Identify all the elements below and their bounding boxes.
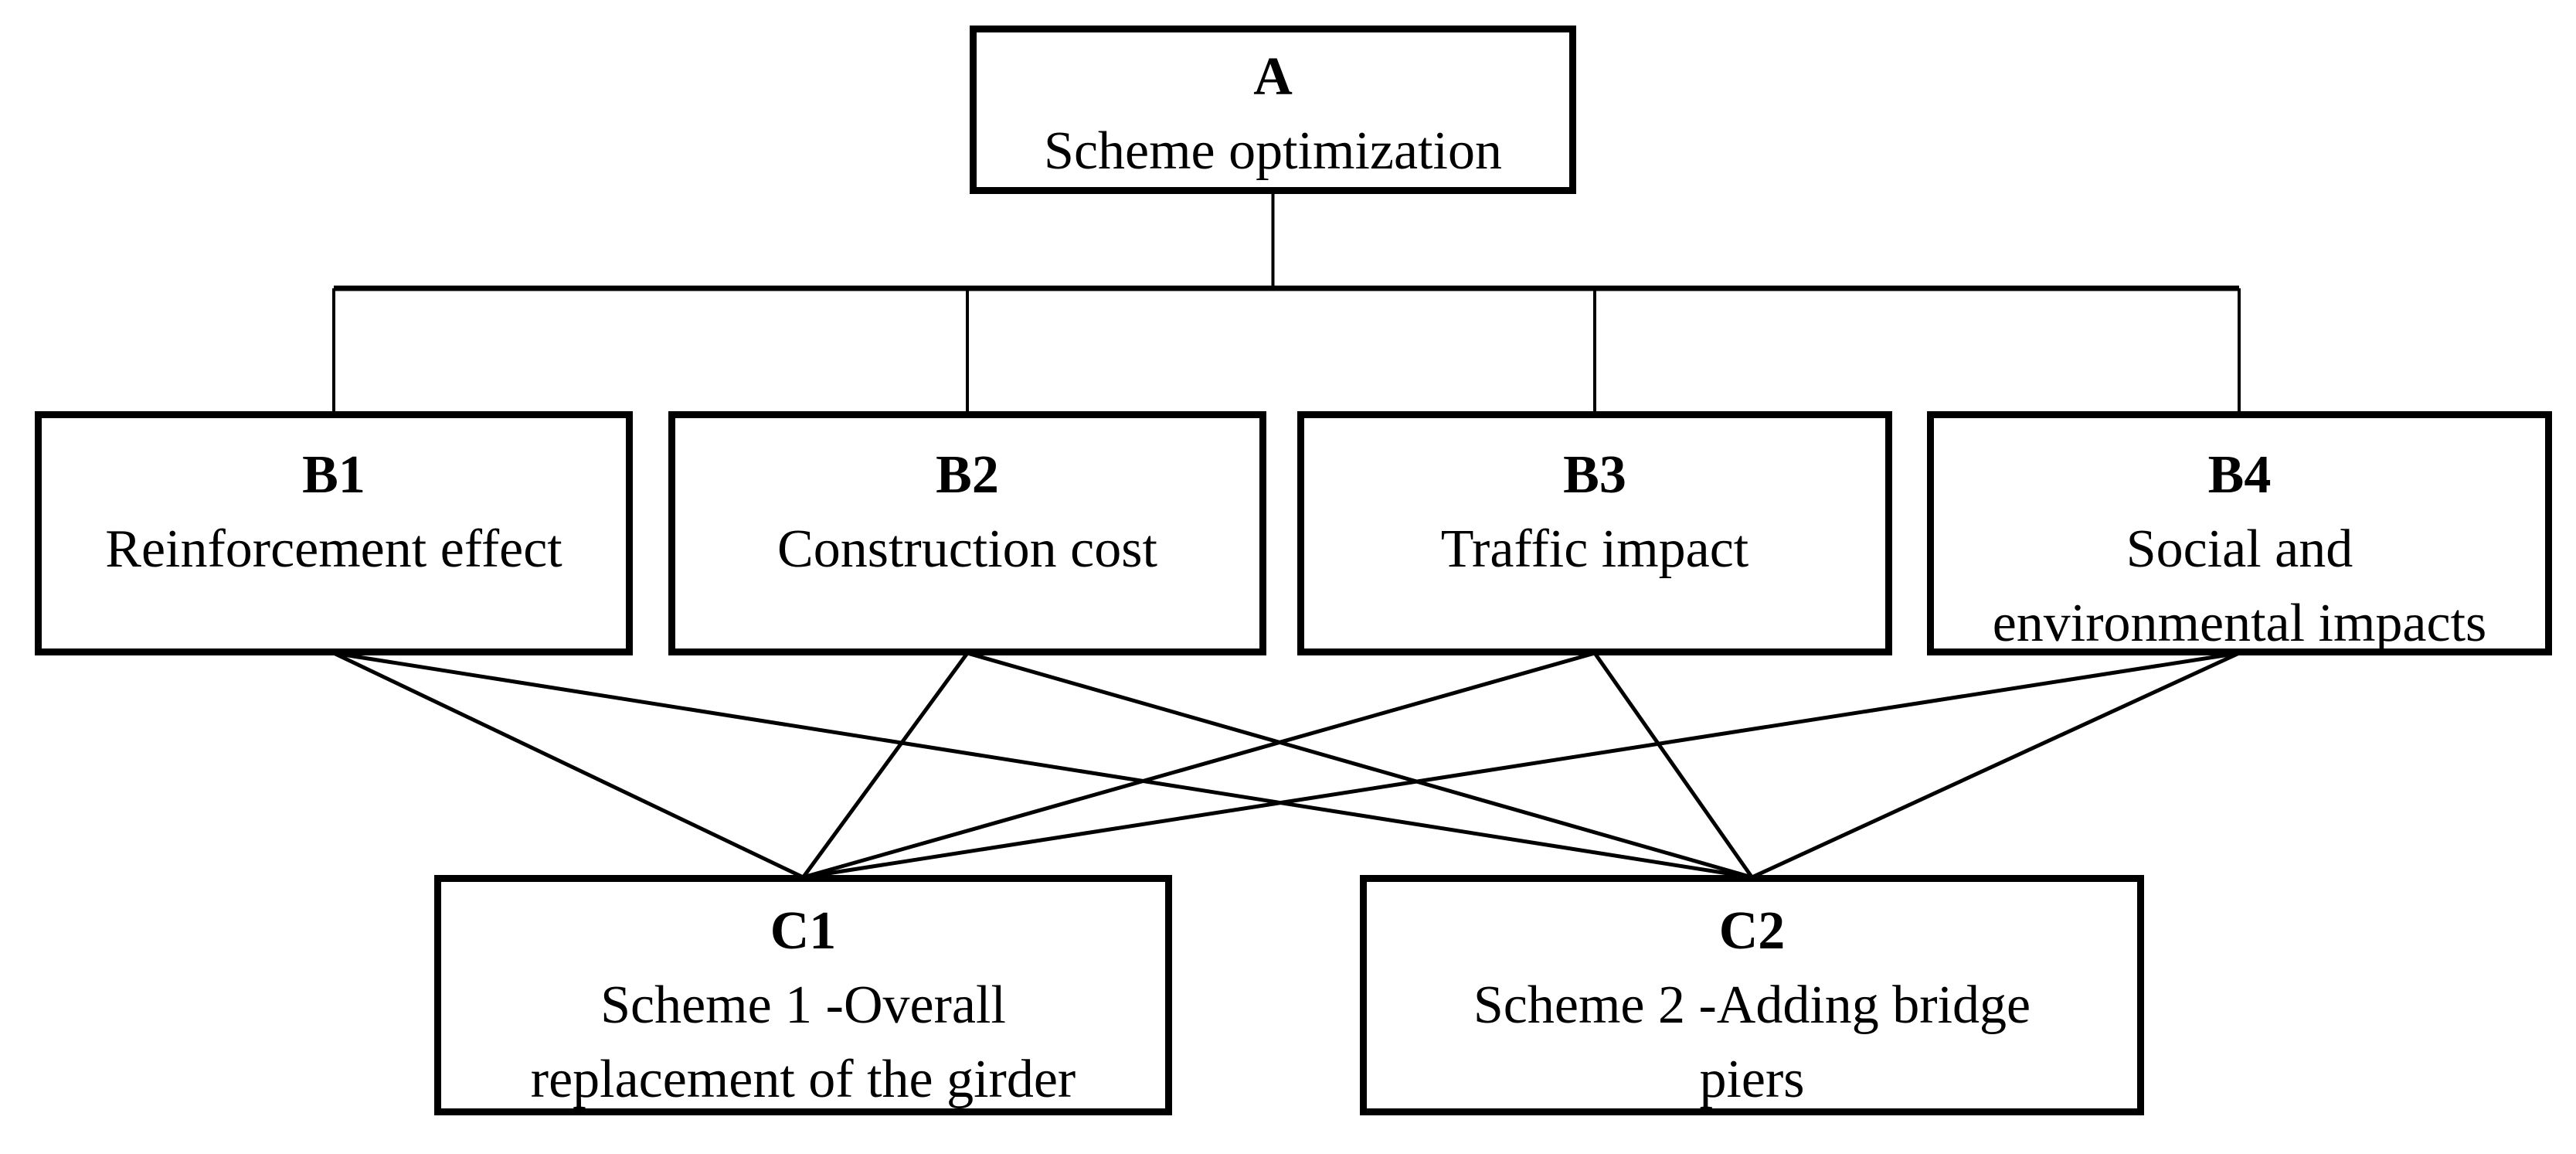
node-goal-a: A Scheme optimization — [970, 26, 1576, 194]
node-criterion-b2: B2 Construction cost — [668, 411, 1266, 655]
node-alternative-c1-text-line2: replacement of the girder — [530, 1050, 1076, 1109]
node-criterion-b1-code: B1 — [302, 445, 365, 505]
node-alternative-c2: C2 Scheme 2 -Adding bridge piers — [1360, 875, 2144, 1115]
node-criterion-b2-code: B2 — [936, 445, 999, 505]
node-goal-a-text: Scheme optimization — [1044, 121, 1502, 181]
node-alternative-c1-code: C1 — [770, 901, 837, 961]
node-criterion-b3-text: Traffic impact — [1440, 519, 1749, 579]
node-alternative-c1-text-line1: Scheme 1 -Overall — [600, 975, 1006, 1035]
node-goal-a-code: A — [1253, 47, 1293, 107]
node-criterion-b3: B3 Traffic impact — [1297, 411, 1892, 655]
node-alternative-c2-code: C2 — [1718, 901, 1786, 961]
node-criterion-b4-code: B4 — [2207, 445, 2272, 505]
node-criterion-b4: B4 Social and environmental impacts — [1927, 411, 2552, 655]
node-criterion-b3-code: B3 — [1563, 445, 1626, 505]
node-alternative-c2-text-line1: Scheme 2 -Adding bridge — [1473, 975, 2031, 1035]
node-criterion-b1-text: Reinforcement effect — [105, 519, 562, 579]
node-criterion-b4-text-line2: environmental impacts — [1992, 594, 2487, 653]
node-criterion-b1: B1 Reinforcement effect — [35, 411, 633, 655]
node-alternative-c2-text-line2: piers — [1699, 1050, 1805, 1109]
node-alternative-c1: C1 Scheme 1 -Overall replacement of the … — [434, 875, 1172, 1115]
node-criterion-b4-text-line1: Social and — [2126, 519, 2353, 579]
node-criterion-b2-text: Construction cost — [777, 519, 1157, 579]
